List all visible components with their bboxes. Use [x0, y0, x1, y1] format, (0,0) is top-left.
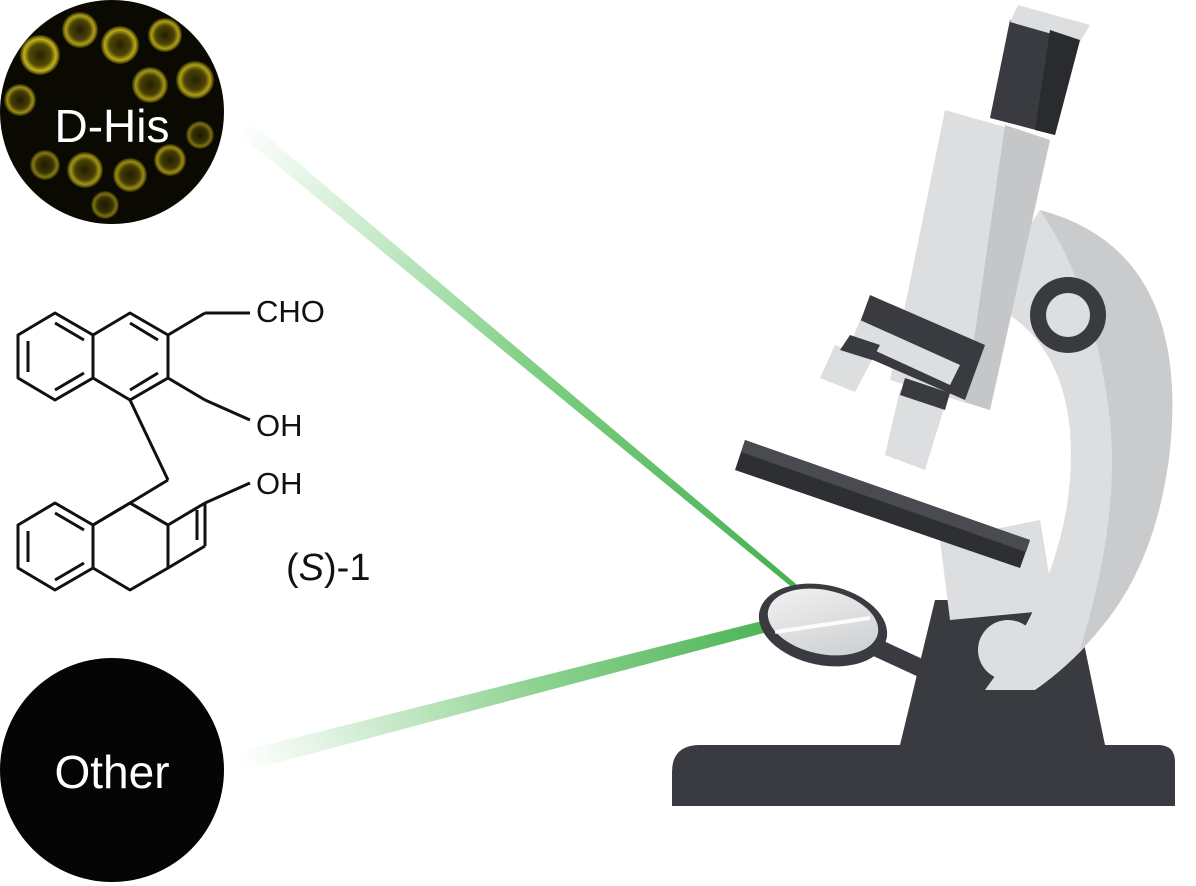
compound-chirality: S [299, 547, 324, 589]
compound-close: )-1 [324, 547, 370, 589]
substituent-oh-1: OH [256, 408, 303, 443]
substituent-cho: CHO [256, 294, 325, 329]
compound-label: (S)-1 [286, 547, 370, 589]
beam-bottom [238, 606, 822, 772]
beam-top [238, 112, 822, 612]
fluorescence-image-d-his: D-His [0, 0, 224, 224]
compound-open: ( [286, 547, 299, 589]
circle-label-top: D-His [55, 100, 170, 152]
circle-label-bottom: Other [54, 746, 169, 798]
chemical-structure [16, 311, 251, 592]
fluorescence-image-other: Other [0, 658, 224, 882]
microscope-icon [672, 5, 1175, 806]
substituent-oh-2: OH [256, 466, 303, 501]
